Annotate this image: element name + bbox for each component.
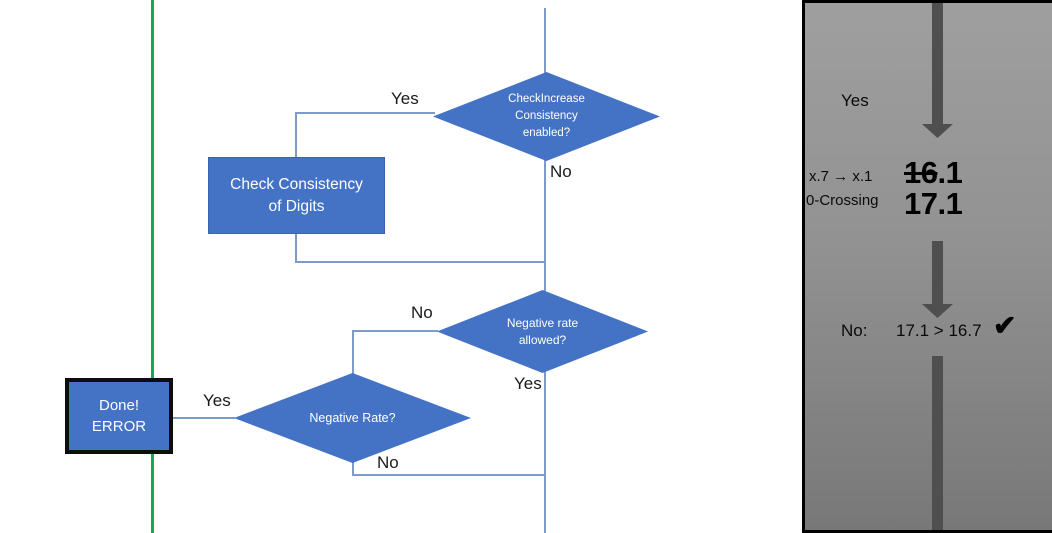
diamond-text-line: Negative rate	[506, 315, 579, 330]
connector-line-yes1-horizontal	[295, 112, 435, 114]
panel-new-value: 17.1	[904, 186, 963, 221]
connector-line-no3-vertical	[352, 462, 354, 475]
terminator-box-done-error: Done! ERROR	[65, 378, 173, 454]
panel-note-zero-crossing: 0-Crossing	[806, 192, 879, 209]
diamond-text-line: CheckIncrease	[508, 93, 585, 105]
panel-old-value-struck: 16	[904, 155, 938, 190]
connector-line-yes1-vertical	[295, 112, 297, 158]
edge-label-yes-check-increase: Yes	[391, 89, 419, 108]
diamond-text-line: enabled?	[522, 127, 571, 139]
panel-note-transition: x.7 → x.1	[809, 168, 873, 185]
down-arrow-icon	[932, 3, 943, 125]
panel-result-label: No:	[841, 321, 868, 340]
down-arrow-icon	[932, 241, 943, 305]
diamond-text-line: Negative Rate?	[309, 411, 396, 425]
panel-yes-label: Yes	[841, 91, 869, 110]
connector-line-no2-vertical	[352, 330, 354, 374]
panel-old-value: 16.1	[904, 155, 963, 191]
decision-diamond-negative-rate-allowed: Negative rate allowed?	[437, 290, 648, 373]
down-arrow-shaft	[932, 356, 943, 530]
connector-line-rect-down	[295, 234, 297, 262]
side-panel: Yes x.7 → x.1 0-Crossing 16.1 17.1 No: 1…	[802, 0, 1052, 533]
process-box-check-consistency: Check Consistency of Digits	[208, 157, 385, 234]
edge-label-yes-negative-rate: Yes	[203, 391, 231, 410]
edge-label-no-negative-rate: No	[377, 453, 399, 472]
done-box-text-line: Done!	[98, 397, 140, 414]
edge-label-yes-rate-allowed: Yes	[514, 374, 542, 393]
down-arrow-icon	[922, 124, 953, 138]
edge-label-no-rate-allowed: No	[411, 303, 433, 322]
connector-line-rect-to-main	[295, 261, 545, 263]
edge-label-no-check-increase: No	[550, 162, 572, 181]
process-box-text-line: Check Consistency	[230, 175, 363, 193]
diamond-text-line: allowed?	[518, 332, 567, 347]
panel-result-comparison: 17.1 > 16.7	[896, 321, 982, 340]
connector-line-yes3-horizontal	[172, 417, 235, 419]
down-arrow-icon	[922, 304, 953, 318]
panel-old-value-rest: .1	[937, 155, 963, 190]
diamond-text-line: Consistency	[515, 110, 578, 122]
done-box-text-line: ERROR	[91, 418, 147, 435]
decision-diamond-check-increase: CheckIncrease Consistency enabled?	[433, 72, 660, 161]
process-box-text-line: of Digits	[268, 197, 325, 215]
decision-diamond-negative-rate: Negative Rate?	[234, 373, 471, 463]
checkmark-icon: ✔	[993, 310, 1017, 341]
green-divider-line	[151, 0, 154, 533]
connector-line-no3-to-main	[352, 474, 545, 476]
connector-line-no2-horizontal	[353, 330, 438, 332]
main-flow-line	[544, 8, 546, 533]
